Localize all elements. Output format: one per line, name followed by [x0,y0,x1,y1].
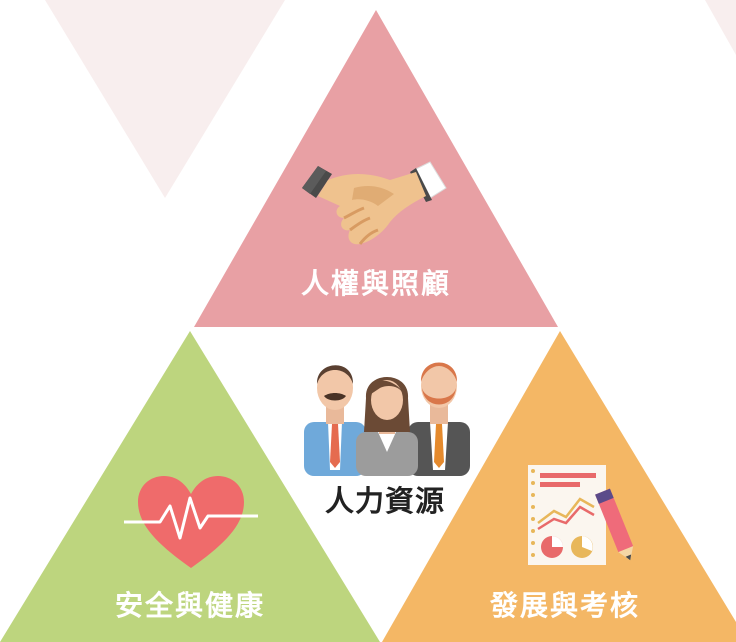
people-group-icon [304,362,470,476]
triangle-bottom-left [0,331,380,642]
report-chart-icon [528,465,634,565]
heart-pulse-icon [124,476,258,568]
handshake-icon [302,161,447,245]
bottom-right-label: 發展與考核 [489,589,640,622]
bottom-left-label: 安全與健康 [114,589,265,622]
background-triangle-right [705,0,736,55]
center-label: 人力資源 [324,484,445,518]
background-triangle-left [45,0,285,198]
top-label: 人權與照顧 [300,267,451,300]
triangle-top [194,10,558,327]
